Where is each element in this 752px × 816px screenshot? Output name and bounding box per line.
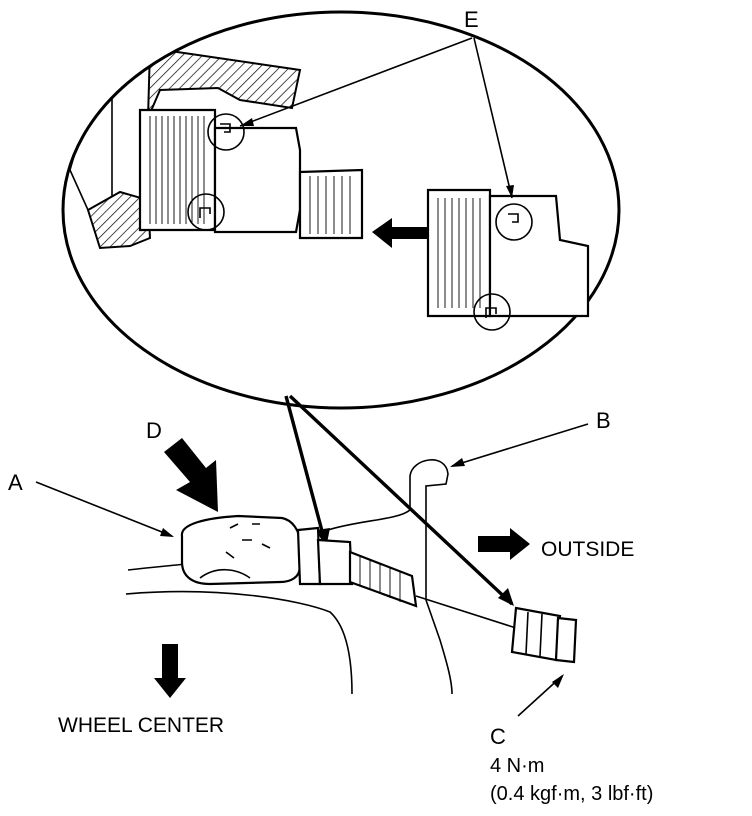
outside-label: OUTSIDE [541, 538, 634, 561]
detail-circle-e4 [473, 293, 511, 331]
valve-cap-threads [437, 198, 481, 308]
label-d: D [146, 418, 162, 443]
label-a: A [8, 470, 23, 495]
installed-valve [138, 108, 364, 240]
detail-circle-e1 [207, 113, 245, 151]
insert-direction-arrow [372, 218, 428, 248]
torque-alt-units: (0.4 kgf·m, 3 lbf·ft) [490, 783, 653, 805]
torque-value: 4 N·m [490, 755, 544, 777]
label-e: E [464, 7, 479, 32]
detail-circle-e2 [187, 193, 225, 231]
outside-arrow [478, 528, 530, 560]
label-b: B [596, 408, 611, 433]
valve-stem [296, 526, 418, 608]
tpms-sensor [180, 514, 302, 586]
detail-circle-e3 [495, 203, 533, 241]
direction-arrow-d [164, 438, 218, 512]
leader-lines [35, 423, 589, 717]
label-e-leaders [239, 37, 514, 199]
label-c: C [490, 724, 506, 749]
installed-valve-threads [149, 116, 351, 234]
valve-nut [510, 606, 578, 664]
rim-section-hatched-lower [86, 190, 152, 250]
detail-inset [61, 10, 621, 410]
wheel-center-arrow [154, 644, 186, 698]
wheel-center-label: WHEEL CENTER [58, 714, 224, 737]
main-view [125, 438, 578, 698]
valve-cap-detail [426, 188, 590, 331]
